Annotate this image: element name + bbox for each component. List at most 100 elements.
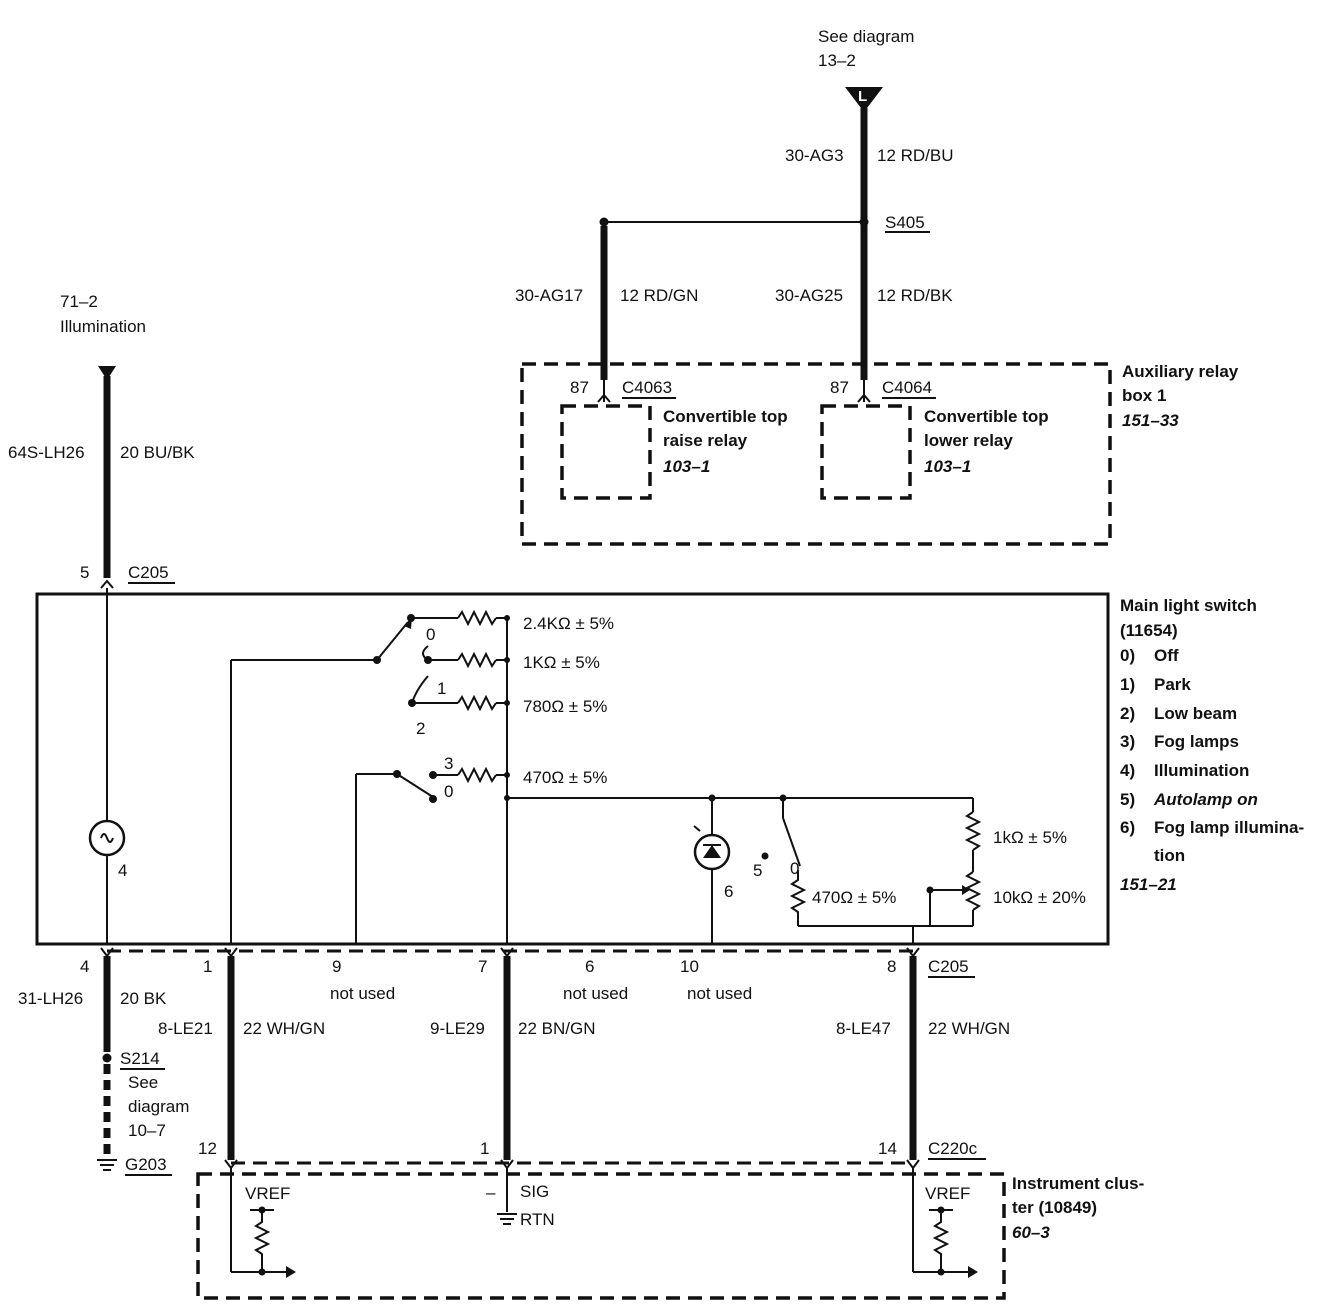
illumination-pin: 5 xyxy=(80,563,89,582)
raise-relay-name-line1: Convertible top xyxy=(663,407,788,426)
s405-branch-dot xyxy=(599,217,609,227)
switch3-arm xyxy=(782,817,801,867)
illumination-circuit: 64S-LH26 xyxy=(8,443,85,462)
lower-relay-pin: 87 xyxy=(830,378,849,397)
res-10k-label: 10kΩ ± 20% xyxy=(993,888,1086,907)
raise-relay-name-line2: raise relay xyxy=(663,431,748,450)
ground-color: 20 BK xyxy=(120,989,167,1008)
cluster-left-resistor xyxy=(253,1210,271,1272)
switch1-label-1: 1 xyxy=(437,679,446,698)
resistor-780 xyxy=(457,694,497,712)
bus-node-4 xyxy=(504,772,510,778)
wire-30-ag3-circuit: 30-AG3 xyxy=(785,146,844,165)
resistor-2k4 xyxy=(457,609,497,627)
main-switch-title-line1: Main light switch xyxy=(1120,596,1257,615)
switch1-label-0: 0 xyxy=(426,625,435,644)
switch3-contact-5 xyxy=(761,852,769,860)
switch3-label-5: 5 xyxy=(753,861,762,880)
position-5-label: Autolamp on xyxy=(1153,790,1258,809)
position-2-label: Low beam xyxy=(1154,704,1237,723)
pin-1-label: 1 xyxy=(203,957,212,976)
position-6-num: 6) xyxy=(1120,818,1135,837)
lower-relay-ref: 103–1 xyxy=(924,457,971,476)
top-see-diagram: See diagram xyxy=(818,27,914,46)
pin-4-label: 4 xyxy=(80,957,89,976)
ground-see-ref: 10–7 xyxy=(128,1121,166,1140)
position-6-label: Fog lamp illumina- xyxy=(1154,818,1304,837)
switch3-label-0: 0 xyxy=(790,859,799,878)
position-1-num: 1) xyxy=(1120,675,1135,694)
cluster-title-line1: Instrument clus- xyxy=(1012,1174,1144,1193)
cluster-title-line2: ter (10849) xyxy=(1012,1198,1097,1217)
lower-relay-name-line2: lower relay xyxy=(924,431,1013,450)
switch1-arm xyxy=(376,621,409,661)
res-470a-label: 470Ω ± 5% xyxy=(523,768,607,787)
aux-relay-box-ref: 151–33 xyxy=(1122,411,1179,430)
pin-9-label: 9 xyxy=(332,957,341,976)
wire-8-le47-color: 22 WH/GN xyxy=(928,1019,1010,1038)
cluster-right-resistor xyxy=(932,1210,950,1272)
raise-relay-pin-arrow xyxy=(597,393,611,403)
cluster-vref-right: VREF xyxy=(925,1184,970,1203)
switch2-arm xyxy=(396,773,434,798)
ground-label: G203 xyxy=(125,1155,167,1174)
wire-8-le21-color: 22 WH/GN xyxy=(243,1019,325,1038)
position-2-num: 2) xyxy=(1120,704,1135,723)
switch2-label-0: 0 xyxy=(444,782,453,801)
wire-30-ag17-color: 12 RD/GN xyxy=(620,286,698,305)
c205-top-pin-arrow xyxy=(100,579,114,589)
position-0-label: Off xyxy=(1154,646,1179,665)
pin-6-label: 6 xyxy=(585,957,594,976)
lower-relay-connector: C4064 xyxy=(882,378,932,397)
bus-node-1 xyxy=(504,615,510,621)
pin-7-label: 7 xyxy=(478,957,487,976)
led-ray xyxy=(693,825,701,832)
illumination-color: 20 BU/BK xyxy=(120,443,195,462)
main-switch-ref: 151–21 xyxy=(1120,875,1177,894)
bus-node-3 xyxy=(504,700,510,706)
position-6-label-cont: tion xyxy=(1154,846,1185,865)
lower-relay-box xyxy=(820,404,912,500)
raise-relay-connector: C4063 xyxy=(622,378,672,397)
cluster-rtn: RTN xyxy=(520,1210,555,1229)
switch1-arc-upper xyxy=(422,645,429,661)
s405-splice-dot xyxy=(859,217,869,227)
cluster-left-node xyxy=(258,1268,266,1276)
s405-label: S405 xyxy=(885,213,925,232)
main-light-switch-outline xyxy=(35,592,1110,946)
aux-relay-box-title-line2: box 1 xyxy=(1122,386,1166,405)
wire-8-le21-circuit: 8-LE21 xyxy=(158,1019,213,1038)
position-1-label: Park xyxy=(1154,675,1191,694)
aux-relay-box-outline xyxy=(520,362,1112,546)
position-3-label: Fog lamps xyxy=(1154,732,1239,751)
ground-see-diagram: diagram xyxy=(128,1097,189,1116)
resistor-470b xyxy=(789,870,807,926)
resistor-470a xyxy=(457,766,497,784)
lamp-number: 4 xyxy=(118,861,127,880)
pin-10-label: 10 xyxy=(680,957,699,976)
s214-splice-dot xyxy=(102,1053,112,1063)
ground-see: See xyxy=(128,1073,158,1092)
position-5-num: 5) xyxy=(1120,790,1135,809)
illumination-label: Illumination xyxy=(60,317,146,336)
raise-relay-box xyxy=(560,404,652,500)
main-switch-title-line2: (11654) xyxy=(1120,621,1178,640)
res-2k4-label: 2.4KΩ ± 5% xyxy=(523,614,614,633)
cluster-pin-12: 12 xyxy=(198,1139,217,1158)
led-symbol xyxy=(703,845,721,858)
res-780-label: 780Ω ± 5% xyxy=(523,697,607,716)
top-connector-letter: L xyxy=(858,88,867,105)
s214-label: S214 xyxy=(120,1049,160,1068)
wire-30-ag17-circuit: 30-AG17 xyxy=(515,286,583,305)
cluster-right-arrow xyxy=(968,1266,978,1278)
pin-6-note: not used xyxy=(563,984,628,1003)
position-4-num: 4) xyxy=(1120,761,1135,780)
position-0-num: 0) xyxy=(1120,646,1135,665)
cluster-minus: – xyxy=(486,1183,496,1202)
lamp-filament xyxy=(100,833,114,843)
cluster-pin-1: 1 xyxy=(480,1139,489,1158)
illumination-ref: 71–2 xyxy=(60,292,98,311)
pin-9-note: not used xyxy=(330,984,395,1003)
raise-relay-pin: 87 xyxy=(570,378,589,397)
res-1k-label: 1KΩ ± 5% xyxy=(523,653,600,672)
